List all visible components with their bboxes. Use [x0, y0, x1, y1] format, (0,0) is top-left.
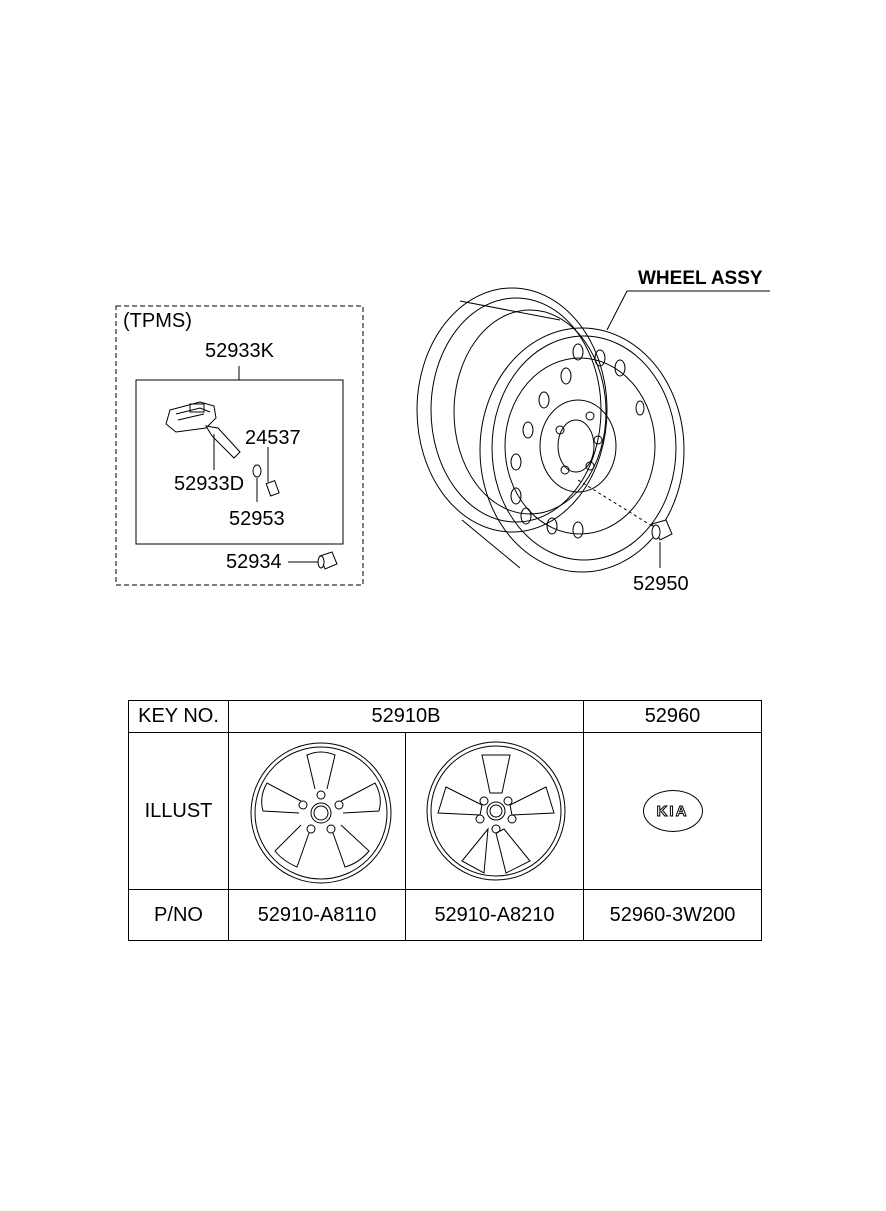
pno-header: P/NO [128, 889, 229, 941]
tpms-label: (TPMS) [123, 310, 192, 332]
table-row: P/NO 52910-A8110 52910-A8210 52960-3W200 [128, 889, 762, 941]
illust-header: ILLUST [128, 732, 229, 890]
wheel-assy-label: WHEEL ASSY [638, 268, 763, 289]
alloy-wheel-cover-1-icon [250, 742, 392, 884]
tpms-nut-icon [317, 551, 338, 570]
col-header-52960: 52960 [583, 700, 762, 733]
steel-wheel-icon [416, 287, 685, 573]
part-24537-label: 24537 [245, 427, 301, 449]
illust-cell-2 [405, 732, 584, 890]
part-52933k-label: 52933K [205, 340, 274, 362]
table-row: ILLUST [128, 732, 762, 890]
tpms-group-box [115, 305, 364, 586]
key-no-header: KEY NO. [128, 700, 229, 733]
illust-cell-3: KIA [583, 732, 762, 890]
part-52934-label: 52934 [226, 551, 282, 573]
col-header-52910b: 52910B [228, 700, 584, 733]
pno-cell-1: 52910-A8110 [228, 889, 406, 941]
pno-cell-2: 52910-A8210 [405, 889, 584, 941]
kia-logo-text: KIA [656, 802, 689, 820]
alloy-wheel-cover-2-icon [426, 741, 566, 881]
pno-cell-3: 52960-3W200 [583, 889, 762, 941]
tpms-sensor-icon [165, 401, 241, 470]
part-52933d-label: 52933D [174, 473, 245, 495]
kia-logo: KIA [642, 790, 703, 832]
parts-table: KEY NO. 52910B 52960 ILLUST [128, 700, 762, 941]
lug-nut-icon [651, 519, 673, 541]
part-52950-label: 52950 [633, 573, 689, 595]
table-row: KEY NO. 52910B 52960 [128, 700, 762, 733]
illust-cell-1 [228, 732, 406, 890]
valve-cap-icon [252, 464, 280, 497]
part-52953-label: 52953 [229, 508, 285, 530]
